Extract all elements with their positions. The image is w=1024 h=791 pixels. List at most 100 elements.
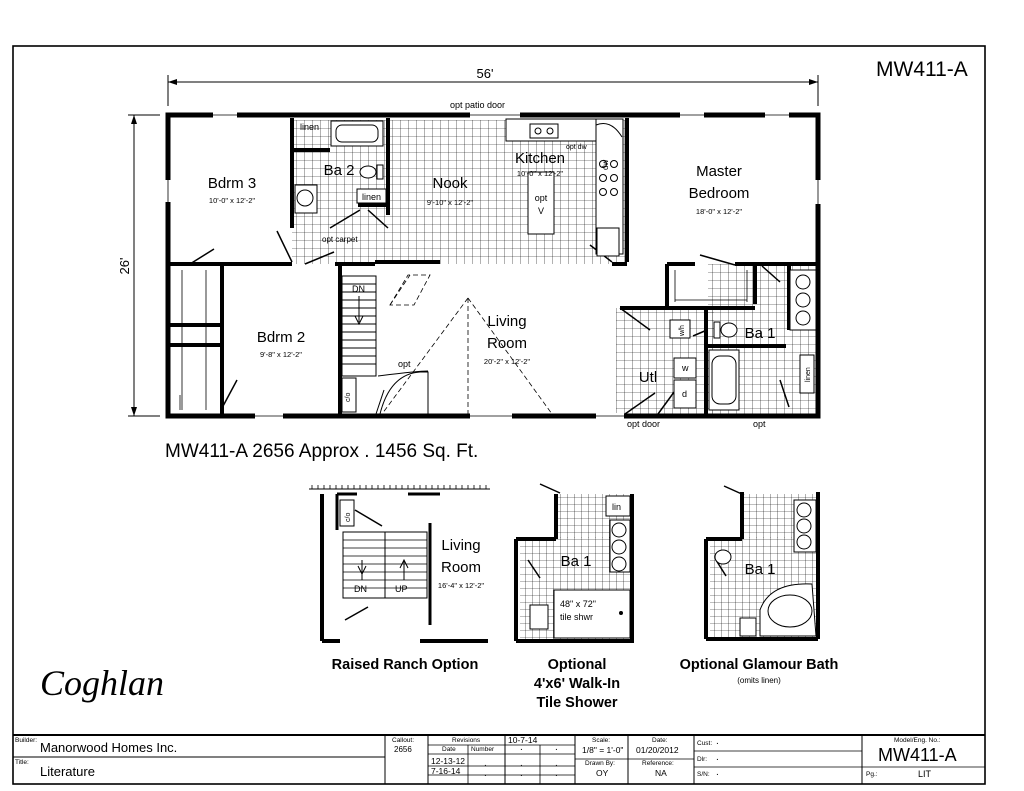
linen-ba2-label: linen — [300, 122, 319, 132]
opt-v-top: opt — [535, 193, 548, 203]
rev-dot-1: . — [484, 758, 487, 769]
title-block-grid — [13, 734, 985, 784]
model-value: MW411-A — [878, 745, 957, 765]
rr-closet-label: c/o — [345, 513, 352, 522]
rr-room-size: 16'-4" x 12'-2" — [438, 581, 484, 590]
cust-label: Cust: — [697, 740, 713, 747]
drawn-value: OY — [596, 768, 609, 778]
linen-nook-label: linen — [362, 192, 381, 202]
callout-label: Callout: — [392, 737, 415, 744]
bdrm3-size: 10'-0" x 12'-2" — [209, 196, 255, 205]
revision-top: 10-7-14 — [508, 735, 538, 745]
rev-dot-4: . — [484, 768, 487, 779]
rev-number-col: Number — [471, 746, 495, 753]
pg-label: Pg.: — [866, 771, 878, 778]
kitchen-counters — [505, 118, 624, 257]
rr-room-name: Living — [441, 537, 480, 554]
ws-shower-name: tile shwr — [560, 612, 593, 622]
rr-up-label: UP — [395, 584, 408, 594]
raised-ranch-drawing — [309, 485, 490, 643]
kitchen-name: Kitchen — [515, 150, 565, 167]
drawn-label: Drawn By: — [585, 760, 615, 767]
bdrm2-name: Bdrm 2 — [257, 329, 305, 346]
interior-walls — [170, 118, 818, 414]
walk-in-shower-drawing — [514, 483, 634, 643]
rev-dot-2: . — [520, 758, 523, 769]
opt-carpet-label: opt carpet — [322, 235, 358, 244]
glamour-bath-title: Optional Glamour Bath (omits linen) — [679, 657, 839, 685]
ba2-name: Ba 2 — [324, 162, 355, 179]
model-label: Model/Eng. No.: — [894, 737, 941, 744]
master-name: Master — [696, 163, 742, 180]
overall-depth-label: 26' — [117, 258, 132, 275]
opt-stair-label: opt — [398, 359, 411, 369]
living-name2: Room — [487, 335, 527, 352]
dw-label: dw — [601, 160, 610, 170]
cust-dot: . — [716, 736, 719, 747]
linen-ba1-label: linen — [805, 367, 812, 382]
wh-label: w/h — [679, 325, 686, 337]
kitchen-size: 10'-0" x 12'-2" — [517, 169, 563, 178]
rev-date-col: Date — [442, 746, 456, 753]
plan-summary: MW411-A 2656 Approx . 1456 Sq. Ft. — [165, 441, 479, 462]
nook-size: 9'-10" x 12'-2" — [427, 198, 473, 207]
title-label: Title: — [15, 759, 29, 766]
overall-width-label: 56' — [477, 66, 494, 81]
scale-label: Scale: — [592, 737, 611, 744]
rev-dot-7: . — [520, 742, 523, 753]
nook-name: Nook — [432, 175, 468, 192]
model-id-top: MW411-A — [876, 58, 968, 81]
living-name: Living — [487, 313, 526, 330]
date-label: Date: — [652, 737, 668, 744]
rev-dot-3: . — [555, 758, 558, 769]
opt-dw-label: opt dw — [566, 144, 588, 151]
date-value: 01/20/2012 — [636, 745, 679, 755]
opt-patio-door-label: opt patio door — [450, 100, 505, 110]
rev-date-1: 12-13-12 — [431, 756, 466, 766]
plan-labels: 56' 26' opt patio door Bdrm 3 10'-0" x 1… — [117, 66, 812, 622]
dn-label: DN — [352, 284, 365, 294]
master-size: 18'-0" x 12'-2" — [696, 207, 742, 216]
opt-v-bottom: V — [538, 206, 544, 216]
tile-floors — [292, 120, 818, 414]
reference-label: Reference: — [642, 760, 674, 767]
rev-dot-6: . — [555, 768, 558, 779]
closet-lines — [179, 270, 748, 410]
revisions-label: Revisions — [452, 737, 481, 744]
dlr-dot: . — [716, 752, 719, 763]
rev-dot-8: . — [555, 742, 558, 753]
washer-label: w — [681, 363, 689, 373]
bdrm2-size: 9'-8" x 12'-2" — [260, 350, 302, 359]
plan-name: Coghlan — [40, 663, 165, 703]
sn-dot: . — [716, 767, 719, 778]
glamour-bath-drawing — [704, 485, 820, 641]
builder-label: Builder: — [15, 737, 38, 744]
gb-room-name: Ba 1 — [745, 561, 776, 578]
walk-in-shower-title: Optional 4'x6' Walk-In Tile Shower — [533, 657, 621, 711]
bath2-fixtures — [294, 120, 387, 214]
raised-ranch-title: Raised Ranch Option — [331, 657, 479, 673]
closet-label: c/o — [345, 393, 352, 402]
dlr-label: Dlr: — [697, 756, 708, 763]
title-value: Literature — [40, 764, 95, 779]
dryer-label: d — [682, 389, 687, 399]
ws-lin-label: lin — [612, 502, 621, 512]
ws-shower-size: 48" x 72" — [560, 599, 596, 609]
pg-value: LIT — [918, 769, 932, 779]
window-lines — [167, 114, 819, 417]
reference-value: NA — [655, 768, 667, 778]
bdrm3-name: Bdrm 3 — [208, 175, 256, 192]
vault-lines — [381, 274, 553, 415]
rev-date-2: 7-16-14 — [431, 766, 461, 776]
ws-room-name: Ba 1 — [561, 553, 592, 570]
opt-door-label: opt door — [627, 419, 660, 429]
callout-value: 2656 — [394, 745, 412, 754]
master-name2: Bedroom — [689, 185, 750, 202]
utl-name: Utl — [639, 369, 657, 386]
living-size: 20'-2" x 12'-2" — [484, 357, 530, 366]
bath1-fixtures — [669, 269, 817, 411]
width-dimension — [167, 75, 819, 106]
builder-value: Manorwood Homes Inc. — [40, 740, 178, 755]
